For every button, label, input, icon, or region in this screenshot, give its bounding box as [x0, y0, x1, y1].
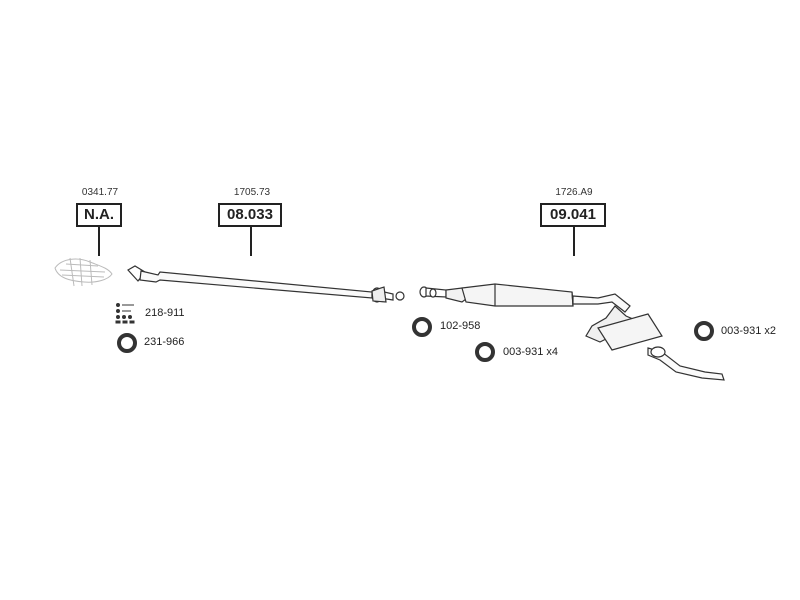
- part-code-1726-a9: 1726.A9: [555, 187, 593, 198]
- accessory-label-003-931-x2[interactable]: 003-931 x2: [721, 325, 777, 337]
- ring-icon: [475, 342, 495, 362]
- leader-line-08-033: [250, 227, 252, 256]
- part-number-09-041[interactable]: 09.041: [540, 203, 606, 227]
- part-number-08-033[interactable]: 08.033: [218, 203, 282, 227]
- leader-line-na: [98, 227, 100, 256]
- bolt-kit-icon: [115, 302, 137, 324]
- part-number-na[interactable]: N.A.: [76, 203, 122, 227]
- manifold-sketch-icon: [54, 257, 113, 287]
- part-code-0341-77: 0341.77: [81, 187, 119, 198]
- front-pipe-drawing: [127, 265, 405, 303]
- accessory-label-231-966[interactable]: 231-966: [144, 336, 185, 348]
- part-code-1705-73: 1705.73: [233, 187, 271, 198]
- rear-silencer-drawing: [419, 283, 725, 381]
- ring-icon: [117, 333, 137, 353]
- ring-icon: [412, 317, 432, 337]
- leader-line-09-041: [573, 227, 575, 256]
- accessory-label-003-931-x4[interactable]: 003-931 x4: [503, 346, 559, 358]
- accessory-label-102-958[interactable]: 102-958: [440, 320, 481, 332]
- ring-icon: [694, 321, 714, 341]
- accessory-label-218-911[interactable]: 218-911: [145, 307, 185, 319]
